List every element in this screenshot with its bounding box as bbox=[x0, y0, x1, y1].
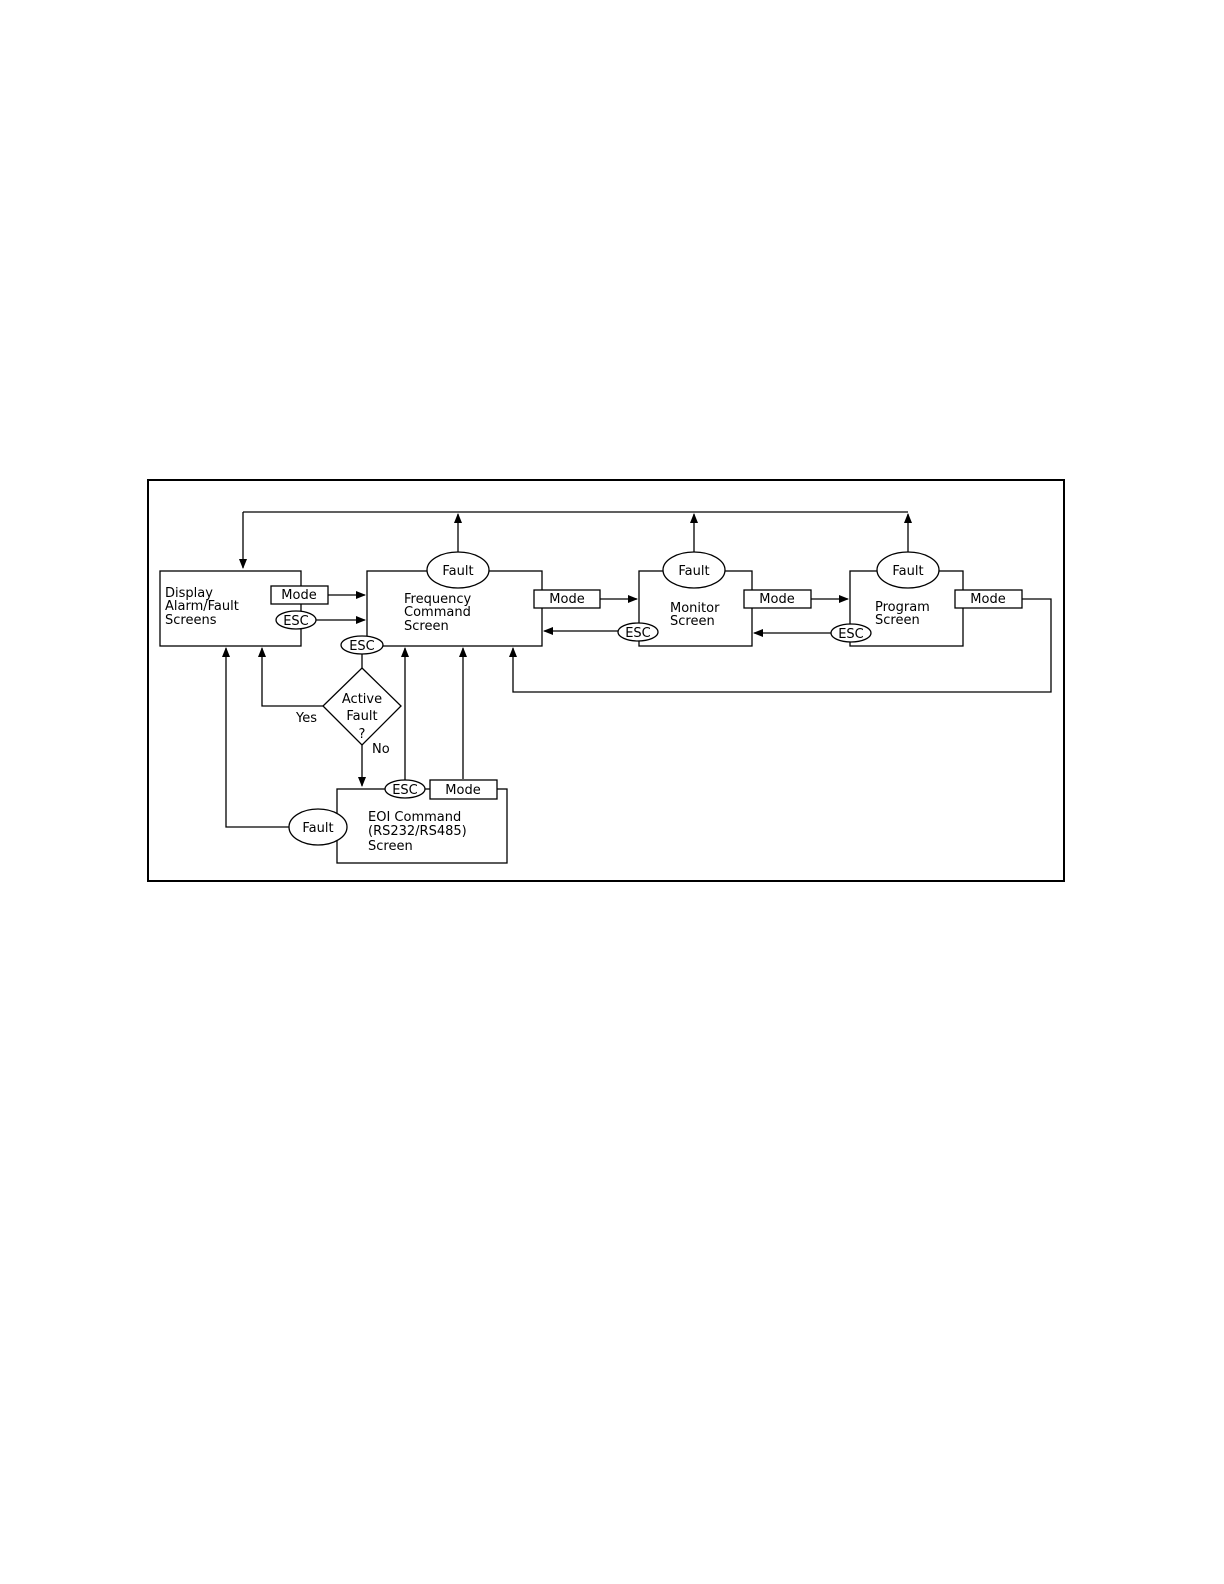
arrow-eoi-fault-display bbox=[226, 648, 289, 827]
frequency-label-2: Command bbox=[404, 605, 471, 620]
eoi-label-2: (RS232/RS485) bbox=[368, 824, 467, 839]
esc-key-program: ESC bbox=[831, 624, 871, 642]
svg-text:ESC: ESC bbox=[625, 626, 651, 641]
svg-text:ESC: ESC bbox=[392, 783, 418, 798]
decision-label-1: Active bbox=[342, 692, 382, 707]
monitor-label-2: Screen bbox=[670, 614, 715, 629]
yes-branch-label: Yes bbox=[295, 711, 317, 726]
svg-text:Mode: Mode bbox=[970, 592, 1005, 607]
frequency-label-3: Screen bbox=[404, 619, 449, 634]
svg-text:Fault: Fault bbox=[442, 564, 473, 579]
svg-text:Mode: Mode bbox=[281, 588, 316, 603]
fault-oval-program: Fault bbox=[877, 552, 939, 588]
esc-key-eoi: ESC bbox=[385, 780, 425, 798]
eoi-label-3: Screen bbox=[368, 839, 413, 854]
fault-oval-eoi: Fault bbox=[289, 809, 347, 845]
decision-label-2: Fault bbox=[346, 709, 377, 724]
esc-key-display: ESC bbox=[276, 611, 316, 629]
svg-text:ESC: ESC bbox=[283, 614, 309, 629]
arrow-yes-display bbox=[262, 648, 323, 706]
svg-text:ESC: ESC bbox=[838, 627, 864, 642]
svg-text:Fault: Fault bbox=[678, 564, 709, 579]
mode-key-monitor: Mode bbox=[744, 590, 811, 608]
no-branch-label: No bbox=[372, 742, 390, 757]
display-label-3: Screens bbox=[165, 613, 217, 628]
active-fault-decision: Active Fault ? bbox=[323, 668, 401, 745]
svg-text:ESC: ESC bbox=[349, 639, 375, 654]
mode-key-program: Mode bbox=[955, 590, 1022, 608]
esc-key-frequency: ESC bbox=[341, 636, 383, 654]
figure-frame bbox=[148, 480, 1064, 881]
svg-text:Fault: Fault bbox=[302, 821, 333, 836]
arrow-program-loop bbox=[513, 599, 1051, 692]
svg-text:Fault: Fault bbox=[892, 564, 923, 579]
eoi-command-block: EOI Command (RS232/RS485) Screen bbox=[337, 789, 507, 863]
fault-oval-monitor: Fault bbox=[663, 552, 725, 588]
fault-oval-frequency: Fault bbox=[427, 552, 489, 588]
esc-key-monitor: ESC bbox=[618, 623, 658, 641]
svg-text:Mode: Mode bbox=[759, 592, 794, 607]
decision-label-3: ? bbox=[359, 727, 366, 742]
mode-key-frequency: Mode bbox=[534, 590, 600, 608]
mode-key-eoi: Mode bbox=[430, 780, 497, 799]
mode-key-display: Mode bbox=[271, 586, 328, 604]
program-label-2: Screen bbox=[875, 613, 920, 628]
eoi-label-1: EOI Command bbox=[368, 810, 461, 825]
display-label-2: Alarm/Fault bbox=[165, 599, 239, 614]
display-alarm-fault-block: Display Alarm/Fault Screens bbox=[160, 571, 301, 646]
svg-text:Mode: Mode bbox=[549, 592, 584, 607]
svg-text:Mode: Mode bbox=[445, 783, 480, 798]
